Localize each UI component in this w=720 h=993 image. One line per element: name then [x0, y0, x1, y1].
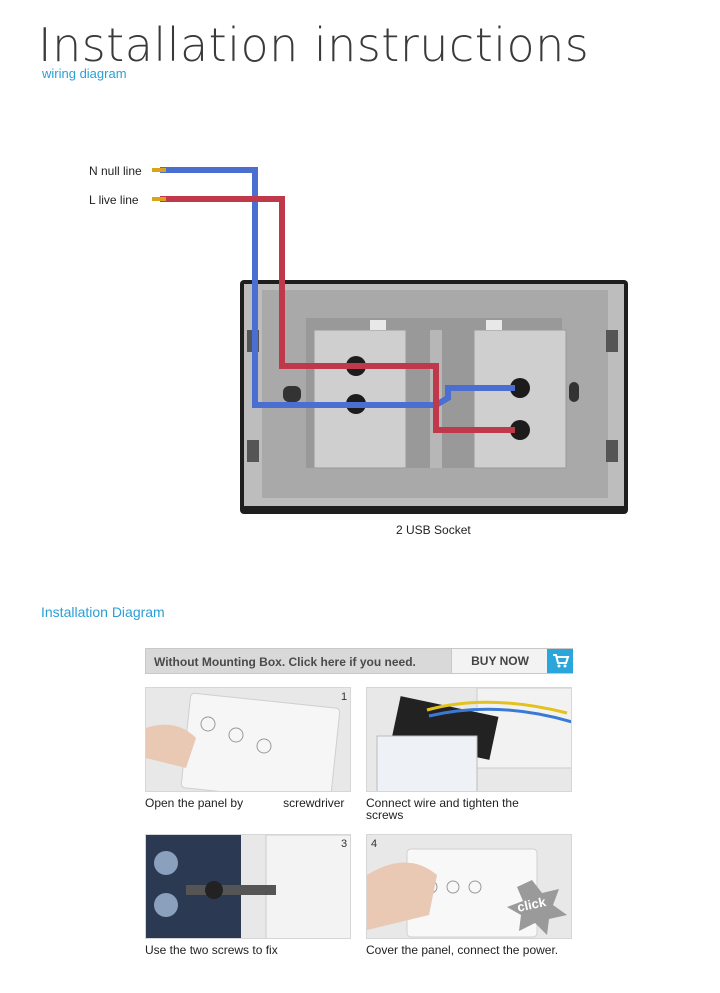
right-module: [473, 329, 567, 469]
buy-now-button[interactable]: BUY NOW: [451, 649, 548, 673]
step-4-photo: click: [366, 834, 572, 939]
step-4-number: 4: [371, 838, 378, 850]
step-3-caption: Use the two screws to fix: [145, 943, 278, 957]
step-1-number: 1: [341, 691, 348, 703]
buy-banner-text[interactable]: Without Mounting Box. Click here if you …: [154, 655, 416, 669]
live-wire: [160, 196, 515, 433]
step-2-caption: Connect wire and tighten the screws: [366, 796, 519, 822]
step-2-photo: [366, 687, 572, 792]
page-title: Installation instructions: [38, 18, 590, 72]
diagram-caption: 2 USB Socket: [396, 523, 471, 537]
live-line-label: L live line: [89, 193, 139, 207]
section-heading: Installation Diagram: [41, 604, 165, 620]
step-4-caption: Cover the panel, connect the power.: [366, 943, 559, 957]
wiring-diagram: [152, 167, 628, 514]
cart-icon[interactable]: [547, 649, 573, 673]
buy-banner[interactable]: Without Mounting Box. Click here if you …: [145, 648, 573, 674]
neutral-line-label: N null line: [89, 164, 142, 178]
subtitle: wiring diagram: [42, 66, 127, 81]
step-1-photo: [145, 687, 351, 792]
step-1-caption: Open the panel by screwdriver: [145, 796, 345, 810]
step-3-number: 3: [341, 838, 348, 850]
step-3-photo: [145, 834, 351, 939]
